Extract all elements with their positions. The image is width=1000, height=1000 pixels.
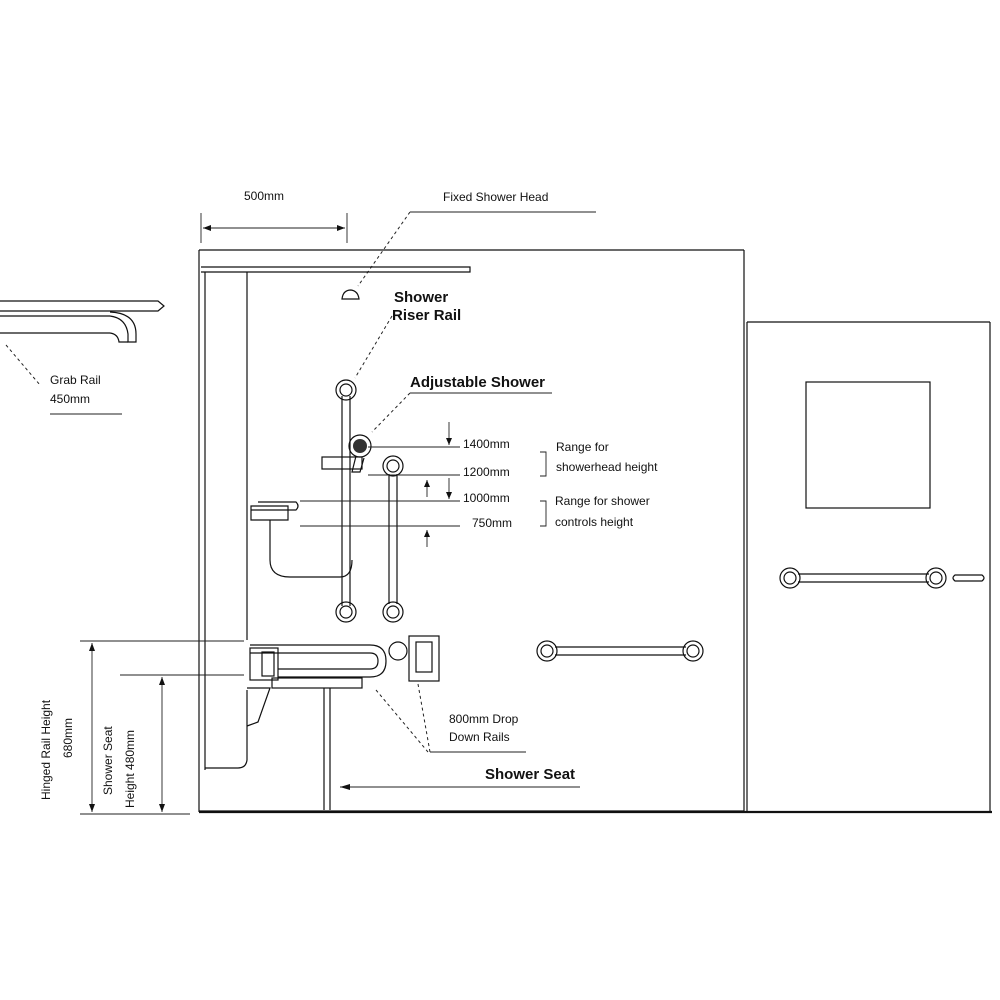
fixed-shower-head-callout: Fixed Shower Head	[341, 190, 596, 300]
hinged-rail-height-label: Hinged Rail Height	[39, 699, 53, 800]
shower-room	[198, 249, 992, 814]
door-window	[805, 381, 931, 509]
hinged-rail-height-value: 680mm	[61, 718, 75, 758]
seat-height-value: Height 480mm	[123, 730, 137, 808]
drop-down-rail-label-2: Down Rails	[449, 730, 510, 744]
fixed-shower-head-icon	[341, 289, 360, 300]
riser-rail-label-2: Riser Rail	[392, 307, 461, 324]
grab-rail-label: Grab Rail	[50, 373, 101, 387]
shower-head-icon	[348, 434, 372, 458]
grab-rail-detail: Grab Rail 450mm	[0, 300, 165, 415]
shower-seat-label: Shower Seat	[485, 766, 575, 783]
drop-down-rail-and-seat: 800mm Drop Down Rails	[249, 635, 526, 810]
height-markers: 1400mm 1200mm 1000mm 750mm Range for sho…	[300, 422, 658, 547]
range-controls-label-1: Range for shower	[555, 494, 650, 508]
horizontal-grab-rail	[536, 640, 704, 662]
height-1200-label: 1200mm	[463, 465, 510, 479]
door-panel	[746, 321, 991, 812]
width-dimension: 500mm	[200, 189, 348, 243]
width-500-label: 500mm	[244, 189, 284, 203]
left-height-dimensions: Hinged Rail Height 680mm Shower Seat Hei…	[39, 640, 244, 815]
riser-rail-label-1: Shower	[394, 289, 448, 306]
adjustable-shower: Adjustable Shower	[348, 374, 552, 473]
shower-seat-callout: Shower Seat	[340, 766, 580, 790]
range-head-label-1: Range for	[556, 440, 609, 454]
height-1000-label: 1000mm	[463, 491, 510, 505]
height-1400-label: 1400mm	[463, 437, 510, 451]
grab-rail-length-label: 450mm	[50, 392, 90, 406]
drop-down-rail-label-1: 800mm Drop	[449, 712, 519, 726]
fixed-shower-head-label: Fixed Shower Head	[443, 190, 548, 204]
range-controls-label-2: controls height	[555, 515, 634, 529]
shower-controls	[250, 501, 353, 578]
adjustable-shower-label: Adjustable Shower	[410, 374, 545, 391]
range-head-label-2: showerhead height	[556, 460, 658, 474]
height-750-label: 750mm	[472, 516, 512, 530]
door-handle-icon	[952, 574, 985, 582]
vertical-grab-rail	[382, 455, 404, 623]
seat-height-label: Shower Seat	[101, 726, 115, 795]
